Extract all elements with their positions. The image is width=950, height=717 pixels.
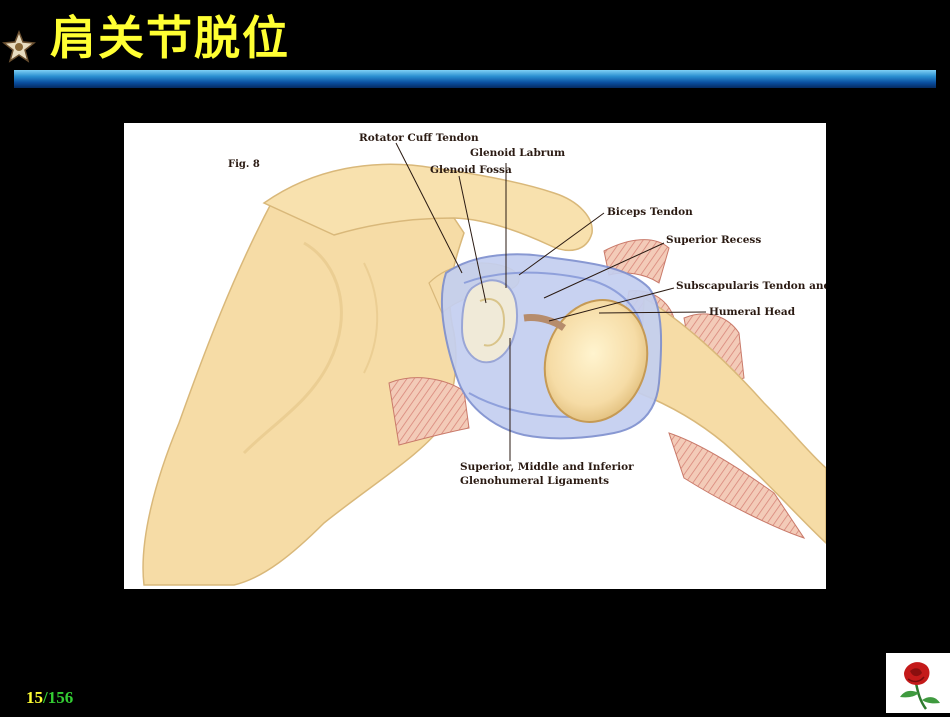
- label-glenoid-labrum: Glenoid Labrum: [470, 147, 565, 159]
- page-total: 156: [47, 688, 74, 707]
- page-number: 15/156: [26, 688, 73, 708]
- acromion-bone: [262, 163, 593, 252]
- label-ligaments-line1: Superior, Middle and Inferior: [460, 461, 634, 473]
- humerus-shaft: [638, 296, 826, 545]
- label-glenoid-fossa: Glenoid Fossa: [430, 164, 512, 176]
- figure-label: Fig. 8: [228, 159, 260, 170]
- star-bullet-icon: [2, 30, 36, 63]
- rose-icon: [900, 662, 940, 710]
- label-biceps-tendon: Biceps Tendon: [607, 206, 693, 218]
- label-subscapularis-tendon: Subscapularis Tendon and Re: [676, 280, 826, 292]
- label-humeral-head: Humeral Head: [709, 306, 796, 318]
- right-lower-muscle: [668, 432, 806, 539]
- rose-logo: [886, 653, 950, 713]
- biceps-tendon: [523, 314, 567, 331]
- page-separator: /: [43, 688, 48, 707]
- label-superior-recess: Superior Recess: [666, 234, 761, 246]
- title-underline-bar: [14, 70, 936, 88]
- shoulder-anatomy-figure: Fig. 8 Rotator Cuff Tendon Glenoid Labru…: [124, 123, 826, 589]
- page-current: 15: [26, 688, 43, 707]
- label-rotator-cuff-tendon: Rotator Cuff Tendon: [359, 132, 479, 144]
- label-ligaments-line2: Glenohumeral Ligaments: [460, 475, 609, 487]
- shoulder-diagram: Fig. 8 Rotator Cuff Tendon Glenoid Labru…: [142, 132, 826, 586]
- glenoid-fossa: [460, 279, 518, 364]
- humeral-head: [543, 299, 649, 423]
- scapula-bone: [142, 171, 465, 586]
- leader-lines: [395, 142, 707, 461]
- lower-left-muscle: [388, 377, 470, 446]
- slide-title: 肩关节脱位: [50, 11, 290, 65]
